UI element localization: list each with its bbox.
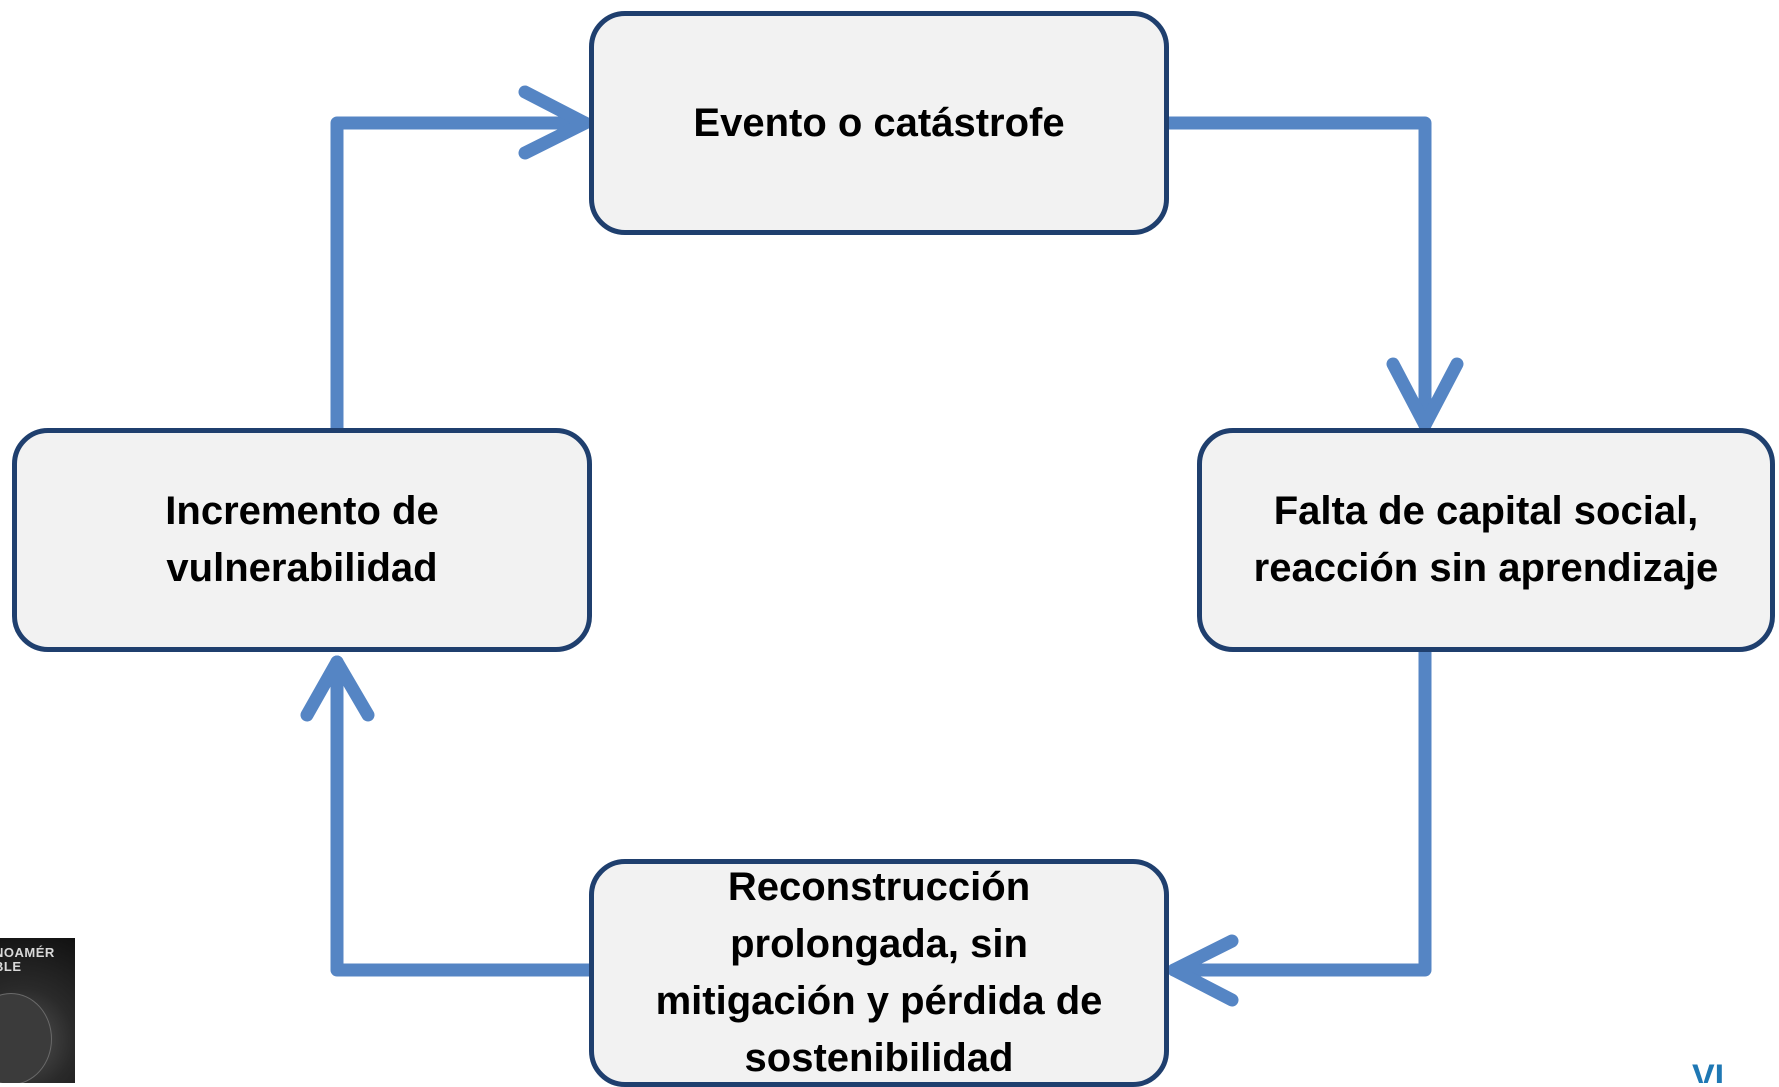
connector-bottom-to-left (330, 655, 596, 977)
node-reconstruction-line3: mitigación y pérdida de (655, 979, 1103, 1023)
connector-top-to-right (1162, 116, 1432, 432)
node-lack-social-capital-line2: reacción sin aprendizaje (1253, 546, 1719, 590)
connector-left-to-top (330, 116, 592, 435)
arrowhead-left-bottom (1167, 934, 1239, 1007)
node-lack-social-capital-line1: Falta de capital social, (1273, 489, 1699, 533)
node-reconstruction-line4: sostenibilidad (744, 1036, 1014, 1080)
node-vulnerability-line1: Incremento de (165, 489, 439, 533)
node-reconstruction: Reconstrucción prolongada, sin mitigació… (589, 859, 1169, 1087)
node-reconstruction-line2: prolongada, sin (730, 922, 1028, 966)
node-reconstruction-line1: Reconstrucción (727, 865, 1031, 909)
arrowhead-up-left (300, 655, 375, 722)
corner-logo-left-line2: BLE (0, 959, 22, 974)
arrowhead-down-right (1386, 357, 1464, 432)
globe-icon (0, 993, 52, 1083)
node-event: Evento o catástrofe (589, 11, 1169, 235)
connector-right-to-bottom (1167, 645, 1432, 977)
arrowhead-right-top (518, 85, 592, 160)
node-event-label: Evento o catástrofe (693, 100, 1065, 145)
corner-logo-right: VI (1692, 1062, 1779, 1083)
node-lack-social-capital: Falta de capital social, reacción sin ap… (1197, 428, 1775, 652)
node-vulnerability: Incremento de vulnerabilidad (12, 428, 592, 652)
corner-logo-left: NOAMÉR BLE (0, 938, 75, 1083)
corner-logo-right-text: VI (1692, 1062, 1725, 1083)
corner-logo-left-text: NOAMÉR BLE (0, 946, 55, 974)
corner-logo-left-line1: NOAMÉR (0, 945, 55, 960)
node-vulnerability-line2: vulnerabilidad (166, 546, 438, 590)
